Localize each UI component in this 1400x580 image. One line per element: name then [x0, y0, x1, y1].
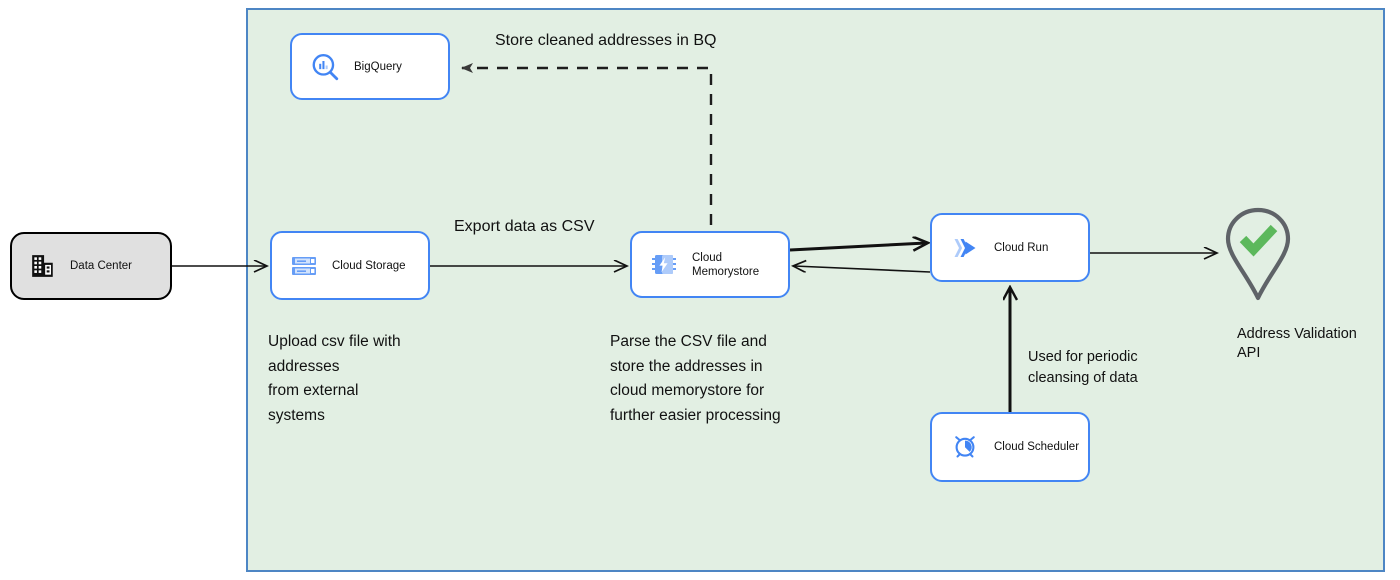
edge-label-periodic-cleansing: Used for periodic cleansing of data	[1028, 349, 1138, 386]
bigquery-icon	[310, 52, 340, 82]
office-building-icon	[30, 253, 56, 279]
node-cloud-memorystore[interactable]: Cloud Memorystore	[630, 231, 790, 298]
node-label-data-center: Data Center	[70, 260, 133, 272]
node-cloud-run[interactable]: Cloud Run	[930, 213, 1090, 282]
node-address-validation-api[interactable]	[1218, 205, 1298, 305]
edge-memorystore-to-bigquery-dashed	[461, 63, 713, 225]
map-pin-check-icon	[1225, 207, 1291, 301]
gcp-boundary-container	[246, 8, 1385, 572]
caption-parse-csv: Parse the CSV file and store the address…	[610, 333, 781, 424]
cloud-run-icon	[950, 233, 980, 263]
caption-upload-csv: Upload csv file with addresses from exte…	[268, 333, 401, 424]
label-address-validation-api: Address Validation API	[1237, 326, 1357, 361]
node-cloud-scheduler[interactable]: Cloud Scheduler	[930, 412, 1090, 482]
node-bigquery[interactable]: BigQuery	[290, 33, 450, 100]
edge-label-store-cleaned-addresses: Store cleaned addresses in BQ	[495, 32, 717, 49]
edge-label-export-data-as-csv: Export data as CSV	[454, 218, 595, 235]
alarm-clock-icon	[950, 432, 980, 462]
node-cloud-storage[interactable]: Cloud Storage	[270, 231, 430, 300]
cloud-storage-icon	[290, 252, 318, 280]
node-data-center[interactable]: Data Center	[10, 232, 172, 300]
node-label-cloud-scheduler: Cloud Scheduler	[994, 441, 1080, 453]
edge-cloudrun-to-memorystore	[794, 266, 931, 273]
node-label-cloud-memorystore: Cloud Memorystore	[692, 251, 760, 278]
edge-memorystore-to-cloudrun	[789, 243, 926, 250]
memorystore-chip-icon	[650, 251, 678, 279]
node-label-cloud-run: Cloud Run	[994, 241, 1049, 254]
node-label-cloud-storage: Cloud Storage	[332, 259, 406, 272]
node-label-bigquery: BigQuery	[354, 60, 402, 73]
